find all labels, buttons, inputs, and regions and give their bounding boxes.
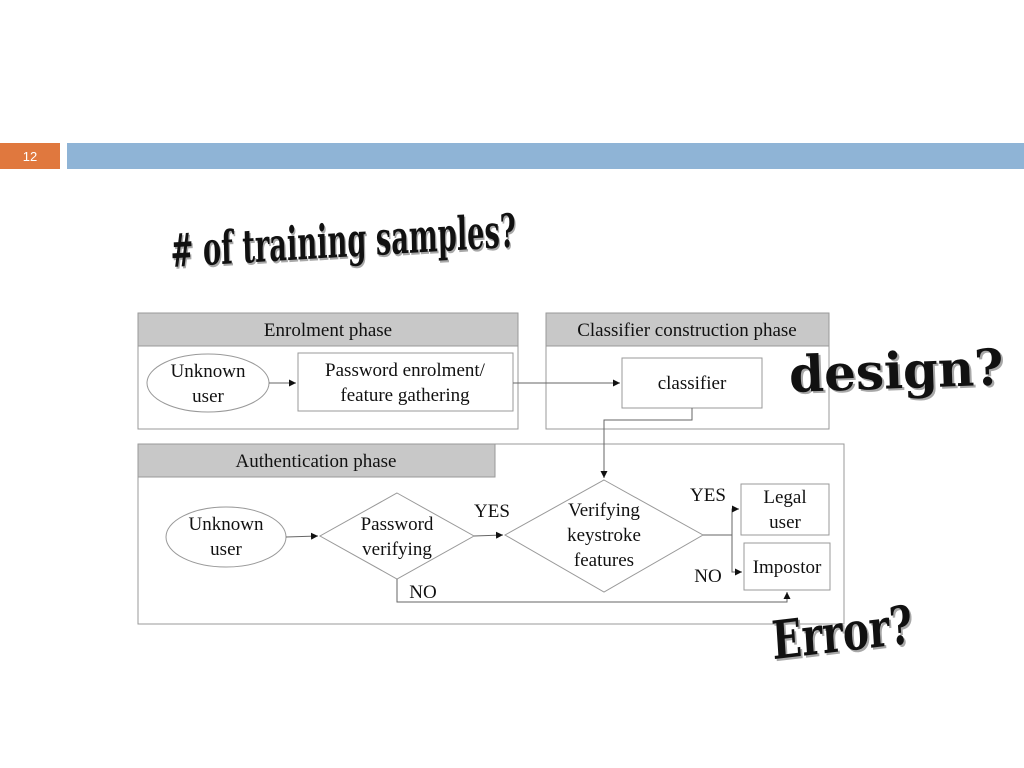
enrolment-unknown-user-line2: user — [192, 386, 224, 407]
design-annotation: design? — [788, 337, 1005, 404]
auth-unknown-user-line1: Unknown — [189, 514, 264, 535]
authentication-phase-panel: Authentication phase Unknown user Passwo… — [137, 443, 845, 625]
classifier-phase-title: Classifier construction phase — [577, 320, 797, 341]
impostor-label: Impostor — [753, 557, 822, 578]
verifying-keystroke-node — [503, 479, 705, 593]
enrolment-unknown-user-line1: Unknown — [171, 361, 246, 382]
password-verifying-line2: verifying — [362, 539, 432, 560]
yes-label-keystroke: YES — [690, 485, 726, 506]
no-label-keystroke: NO — [694, 566, 721, 587]
password-enrolment-line2: feature gathering — [340, 385, 470, 406]
password-enrolment-node — [297, 352, 514, 412]
legal-user-node — [740, 483, 830, 536]
no-label-password: NO — [409, 582, 436, 603]
enrolment-phase-title: Enrolment phase — [264, 320, 392, 341]
legal-user-line2: user — [769, 512, 801, 533]
yes-label-password: YES — [474, 501, 510, 522]
arrow-password-to-keystroke — [473, 531, 504, 539]
slide-number: 12 — [0, 143, 60, 169]
legal-user-line1: Legal — [763, 487, 806, 508]
classifier-label: classifier — [658, 373, 727, 394]
password-verifying-line1: Password — [361, 514, 434, 535]
auth-unknown-user-line2: user — [210, 539, 242, 560]
header-bar — [67, 143, 1024, 169]
verifying-keystroke-line2: keystroke — [567, 525, 641, 546]
arrow-classifier-to-verifying — [600, 408, 693, 478]
arrow-to-legal-user — [703, 505, 739, 536]
enrolment-phase-panel: Enrolment phase Unknown user Password en… — [137, 312, 519, 430]
arrow-to-impostor — [731, 535, 742, 576]
verifying-keystroke-line1: Verifying — [568, 500, 640, 521]
authentication-phase-title: Authentication phase — [236, 451, 397, 472]
classifier-node — [621, 357, 763, 409]
arrow-no-to-impostor — [396, 579, 791, 603]
arrow-user-to-password — [285, 532, 319, 540]
connectors — [269, 379, 791, 603]
verifying-keystroke-line3: features — [574, 550, 634, 571]
password-enrolment-line1: Password enrolment/ — [325, 360, 486, 381]
impostor-node — [743, 542, 831, 591]
classifier-phase-panel: Classifier construction phase classifier — [545, 312, 830, 430]
